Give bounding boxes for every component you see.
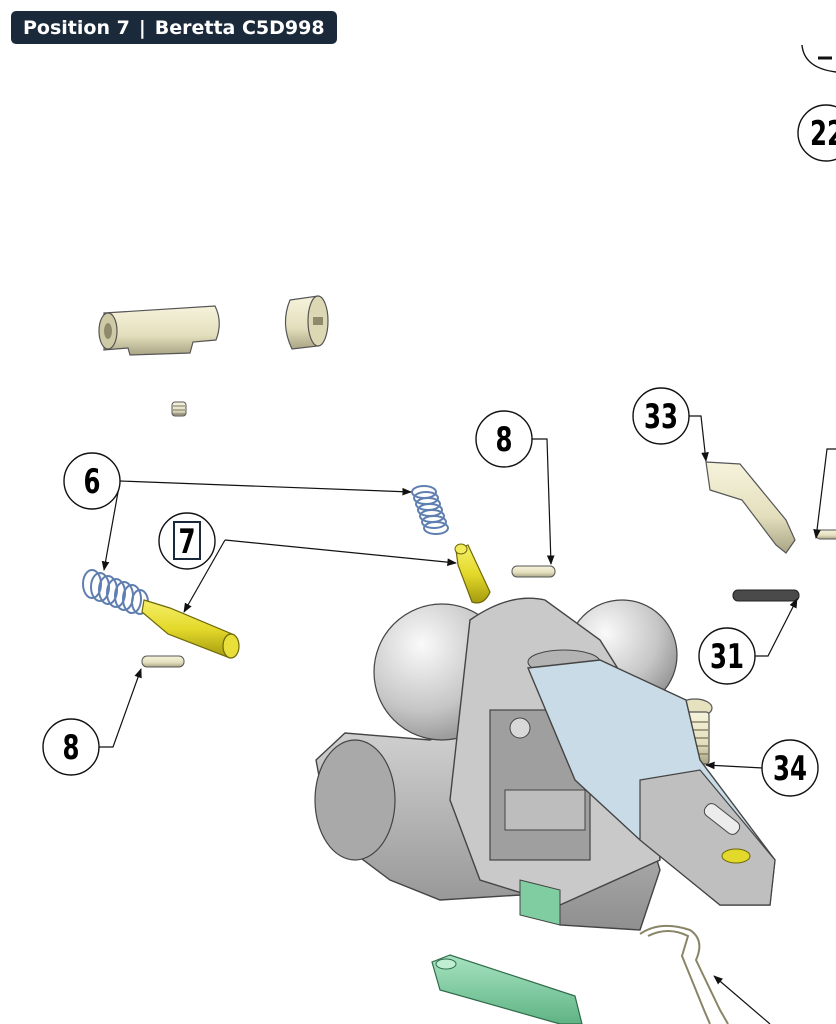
position-header-badge: Position 7 | Beretta C5D998	[11, 11, 337, 44]
lever-part-33	[705, 461, 796, 554]
dark-pin-part-31	[732, 589, 800, 602]
ring-nut-part	[284, 295, 329, 350]
callout-8-top: 8	[475, 410, 533, 468]
green-block-part	[431, 954, 583, 1024]
callout-partial-top-right	[801, 44, 836, 73]
position-label: Position 7	[23, 16, 130, 39]
spring-part-left	[82, 569, 149, 615]
firing-pin-left-highlight	[141, 599, 240, 659]
callout-7-label: 7	[179, 522, 196, 562]
pin-part-upper	[511, 565, 556, 578]
pin-part-right-edge	[815, 529, 836, 540]
callout-33: 33	[632, 387, 690, 445]
wire-spring-part	[639, 924, 729, 1024]
callout-6-label: 6	[84, 462, 101, 502]
pin-part-lower	[141, 655, 185, 668]
callout-7-highlight-box	[173, 521, 201, 560]
callout-34: 34	[761, 739, 819, 797]
callout-31-label: 31	[710, 637, 744, 677]
callout-8-bottom-label: 8	[63, 728, 80, 768]
spring-part-upper	[411, 485, 449, 535]
small-screw-part	[171, 401, 187, 417]
callout-34-label: 34	[773, 749, 807, 789]
callout-8-bottom: 8	[42, 718, 100, 776]
leader-lines	[98, 415, 836, 1024]
sleeve-part	[98, 305, 220, 356]
cocking-lever-blue	[526, 659, 776, 906]
callout-22: 22	[797, 104, 836, 162]
receiver-housing	[314, 597, 678, 931]
callout-22-label: 22	[810, 114, 836, 154]
firing-pin-upper-highlight	[454, 543, 491, 604]
callout-6: 6	[63, 452, 121, 510]
callout-31: 31	[698, 627, 756, 685]
callout-33-label: 33	[644, 397, 678, 437]
callout-7: 7	[158, 512, 216, 570]
model-label: Beretta C5D998	[154, 16, 325, 39]
callout-8-top-label: 8	[496, 420, 513, 460]
header-separator: |	[138, 16, 146, 39]
